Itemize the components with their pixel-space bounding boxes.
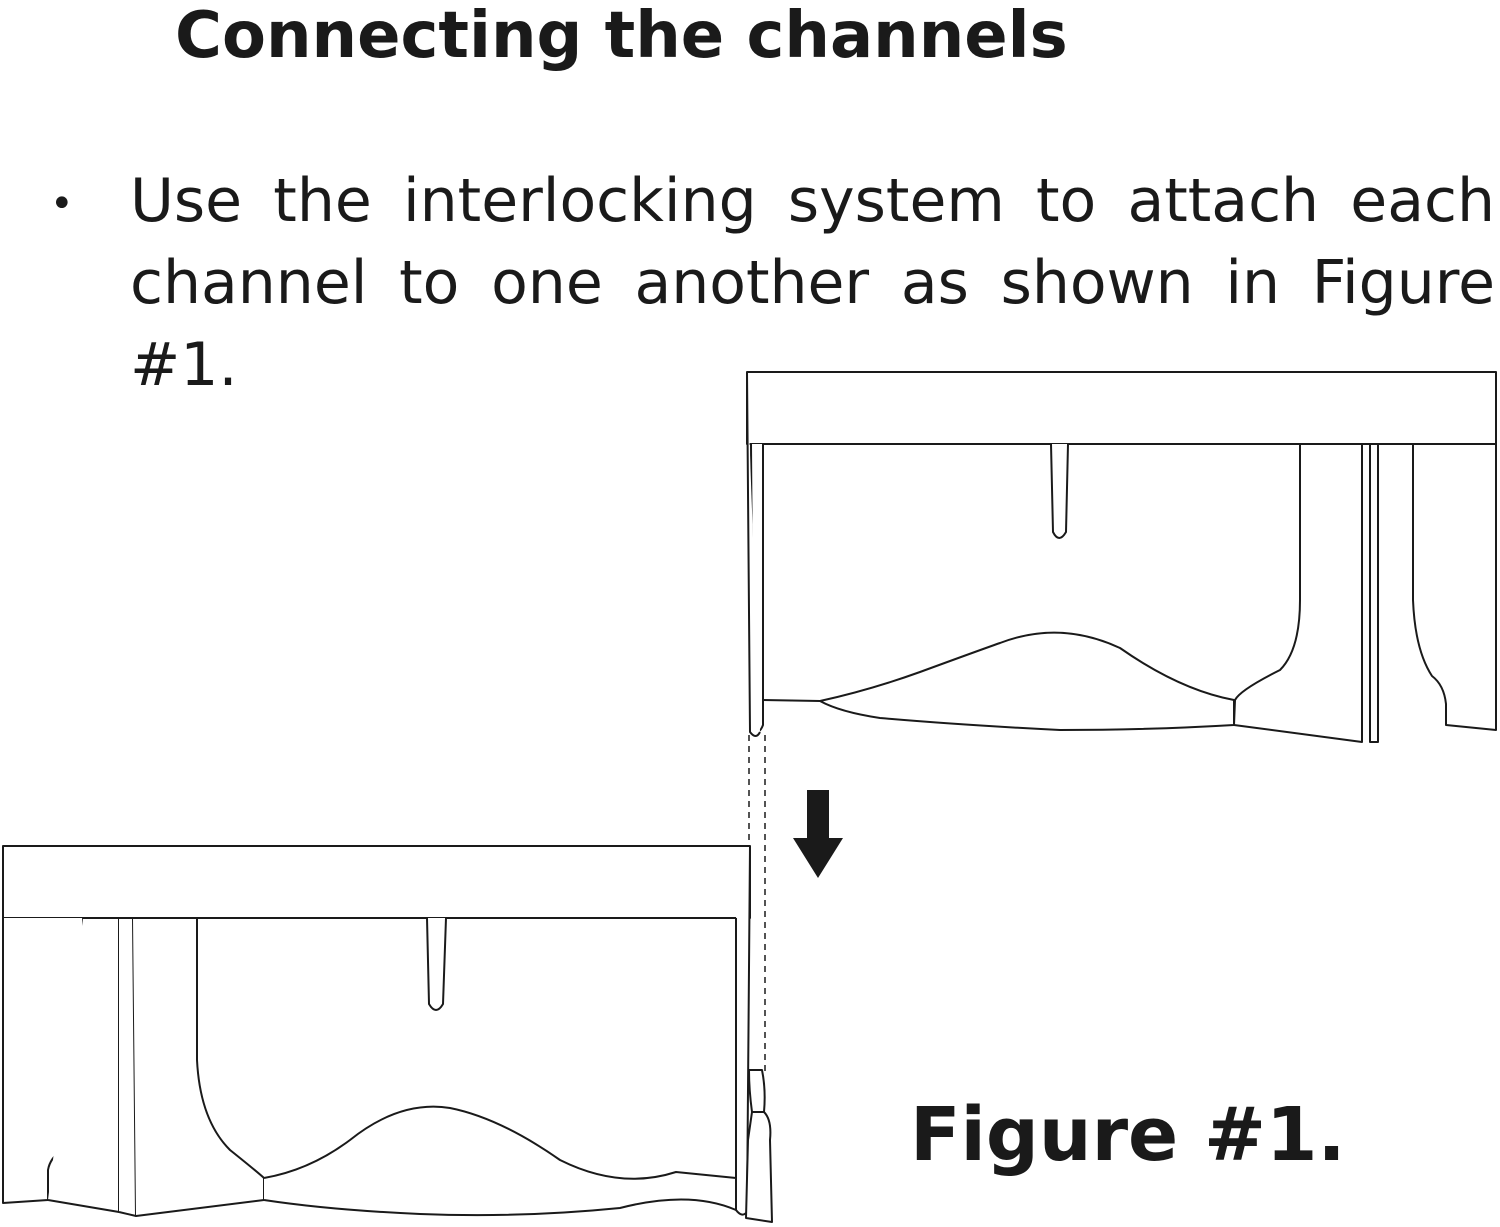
bottom-channel-drape [263, 1105, 737, 1217]
page-title: Connecting the channels [175, 0, 1068, 73]
bottom-channel-connector-tab [745, 1111, 773, 1223]
figure-label: Figure #1. [910, 1092, 1346, 1178]
bottom-channel-left-post-3 [118, 917, 137, 1217]
bottom-channel-connector [748, 1069, 766, 1113]
top-channel-drape [762, 631, 1235, 731]
arrow-down-icon [793, 790, 843, 878]
top-channel-header [746, 371, 1497, 445]
bullet-icon: • [50, 181, 74, 227]
bottom-channel-slot [426, 917, 447, 1011]
instruction-text: Use the interlocking system to attach ea… [130, 166, 1495, 400]
alignment-guides [748, 735, 766, 1072]
top-channel-slot [1050, 443, 1069, 539]
bottom-channel [2, 845, 773, 1223]
top-channel-left-edge [746, 371, 761, 737]
bottom-channel-body [133, 917, 265, 1217]
top-channel [746, 371, 1497, 743]
bottom-channel-header [2, 845, 751, 919]
